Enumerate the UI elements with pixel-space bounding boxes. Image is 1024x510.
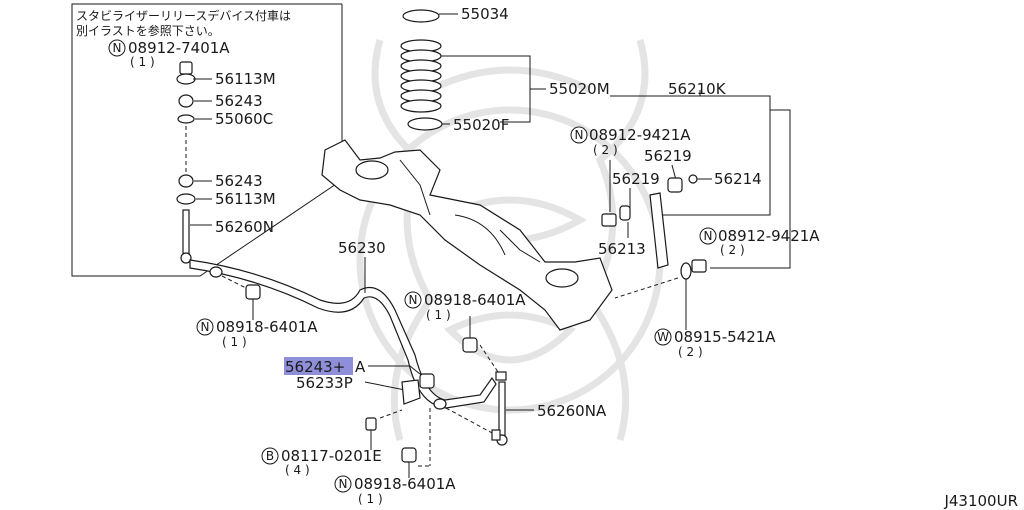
label-56243-plus[interactable]: 56243+: [285, 358, 345, 376]
label-56113M-b: 56113M: [215, 190, 276, 208]
qty-08915-5421A: ( 2 ): [678, 345, 703, 359]
label-56219-a: 56219: [644, 147, 692, 165]
label-08912-9421A-1: 08912-9421A: [589, 126, 691, 144]
nut-part: [179, 61, 193, 75]
label-55020F: 55020F: [453, 116, 509, 134]
label-56113M-a: 56113M: [215, 70, 276, 88]
nut-08918-6401a-center: [462, 337, 478, 353]
label-56243-suffix: A: [355, 358, 366, 376]
washer-56214: [688, 174, 698, 184]
n-mark: N: [201, 320, 210, 334]
b-mark: B: [266, 449, 274, 463]
label-08918-6401A-2: 08918-6401A: [424, 291, 526, 309]
qty-08918-6401A-3: ( 1 ): [358, 492, 383, 506]
n-mark: N: [704, 229, 713, 243]
link-upper-end: [495, 371, 507, 381]
washer-08915-5421a: [680, 262, 692, 280]
inset-panel: スタビライザーリリースデバイス付車は 別イラストを参照下さい。 N 08912-…: [71, 3, 343, 277]
inset-note-line-1: スタビライザーリリースデバイス付車は: [76, 8, 291, 23]
link-rod-56260n: [182, 209, 190, 255]
label-56230: 56230: [338, 239, 386, 257]
n-mark: N: [113, 41, 122, 55]
w-mark: W: [657, 330, 669, 344]
bushing-56243-upper: [178, 94, 194, 108]
label-56243-a: 56243: [215, 92, 263, 110]
label-55020M: 55020M: [549, 80, 610, 98]
bushing-56113m-upper: [176, 73, 196, 85]
label-08912-9421A-2: 08912-9421A: [718, 227, 820, 245]
bushing-56113m-lower: [176, 193, 196, 205]
highlight-56243a: [284, 357, 353, 375]
label-08912-7401A: 08912-7401A: [128, 39, 230, 57]
nut-08918-6401a-lower: [401, 447, 417, 463]
qty-08117-0201E: ( 4 ): [285, 463, 310, 477]
label-56243-b: 56243: [215, 172, 263, 190]
stabilizer-group: 56230 N 08918-6401A ( 1 ) N 08918-6401A …: [189, 239, 607, 506]
nut-link-lower: [491, 429, 501, 441]
diagram-id: J43100UR: [943, 492, 1018, 510]
label-56260NA: 56260NA: [537, 402, 607, 420]
label-56219-b: 56219: [612, 170, 660, 188]
link-rod-end: [180, 252, 192, 264]
bushing-56219-upper: [667, 177, 683, 193]
label-08918-6401A-1: 08918-6401A: [216, 318, 318, 336]
qty-08912-9421A-2: ( 2 ): [720, 243, 745, 257]
n-mark: N: [575, 128, 584, 142]
shock-absorber-group: 56210K N 08912-9421A ( 2 ) 56219 56214 5…: [570, 80, 820, 359]
axle-housing: [321, 139, 613, 331]
qty-08918-6401A-1: ( 1 ): [222, 335, 247, 349]
clamp-56233p: [401, 379, 421, 405]
spring-seat-55034: [402, 9, 440, 23]
label-55034: 55034: [461, 5, 509, 23]
n-mark: N: [409, 293, 418, 307]
bushing-56219-lower: [619, 205, 631, 221]
nut-08912-9421a-lower: [691, 259, 707, 273]
label-08915-5421A: 08915-5421A: [674, 328, 776, 346]
inset-note-line-2: 別イラストを参照下さい。: [76, 23, 220, 38]
qty-08912-9421A-1: ( 2 ): [593, 143, 618, 157]
label-56214: 56214: [714, 170, 762, 188]
qty-08918-6401A-2: ( 1 ): [426, 308, 451, 322]
label-08918-6401A-3: 08918-6401A: [354, 475, 456, 493]
n-mark: N: [339, 477, 348, 491]
bushing-56243-lower: [178, 174, 194, 188]
washer-55060c: [177, 114, 195, 124]
coil-spring-group: 55034 55020M 55020F: [400, 5, 610, 134]
label-08117-0201E: 08117-0201E: [281, 447, 382, 465]
label-56210K: 56210K: [668, 80, 727, 98]
shock-absorber-body: [649, 192, 669, 269]
label-56213: 56213: [598, 240, 646, 258]
label-56260N: 56260N: [215, 218, 274, 236]
bolt-08117-0201e: [365, 417, 377, 431]
nut-08918-6401a-left: [245, 284, 261, 300]
coil-spring-55020m: [400, 99, 442, 113]
stabilizer-bar-56230: [189, 259, 497, 409]
n-mark-circle: [108, 39, 126, 57]
bushing-56243a: [419, 373, 435, 389]
label-56233P: 56233P: [296, 374, 353, 392]
nut-08912-9421a: [601, 213, 617, 227]
spring-seat-55020f: [407, 117, 443, 131]
label-55060C: 55060C: [215, 110, 273, 128]
qty-08912-7401A: ( 1 ): [130, 55, 155, 69]
